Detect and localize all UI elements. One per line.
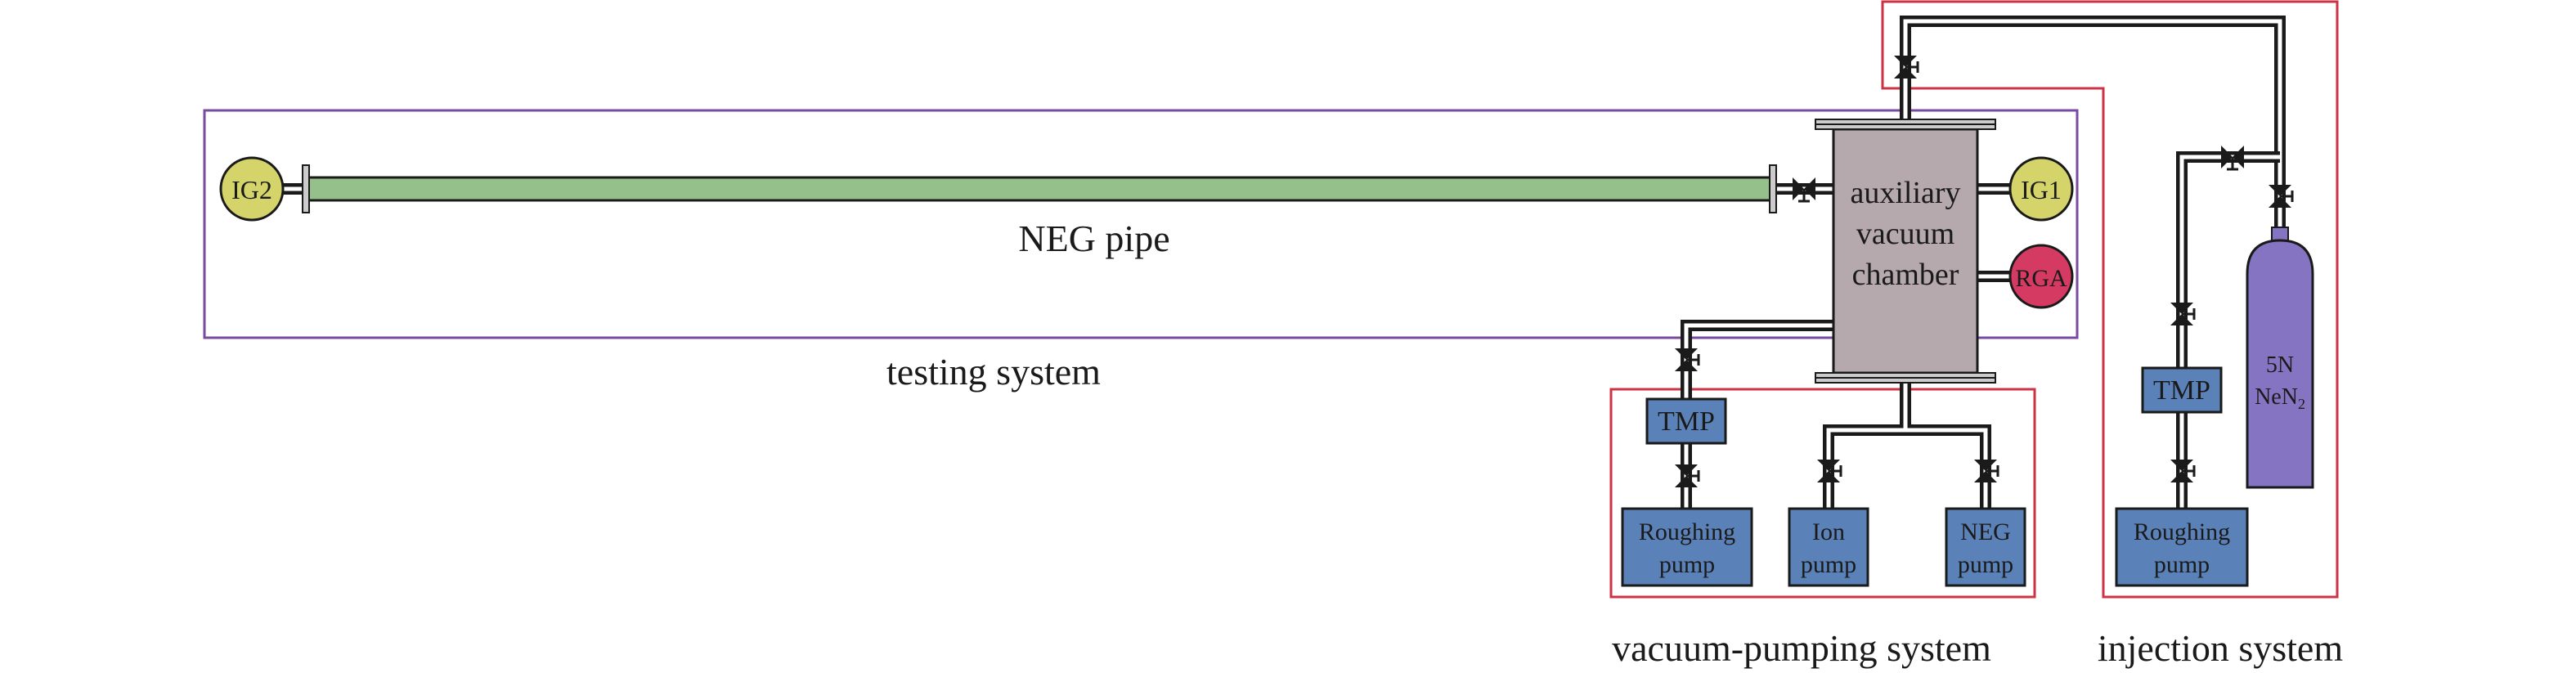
testing-system-frame (203, 109, 2079, 339)
valve-roughing-right[interactable] (2170, 460, 2196, 482)
chamber-label-line2: vacuum (1856, 217, 1954, 251)
ion-pump-label-2: pump (1801, 551, 1856, 578)
neg-pipe-flange-left (302, 164, 310, 213)
neg-pipe-label: NEG pipe (1018, 218, 1169, 259)
chamber-label-line1: auxiliary (1850, 176, 1960, 210)
rga-gauge (2008, 244, 2074, 309)
valve-roughing-left[interactable] (1675, 464, 1700, 487)
neg-pipe (306, 176, 1773, 202)
rga-label: RGA (2015, 265, 2067, 292)
roughing-pump-left-label-1: Roughing (1639, 518, 1735, 545)
cylinder-label-line2: NeN2 (2255, 384, 2305, 412)
ion-pump (1788, 507, 1869, 587)
neg-pump-label-1: NEG (1960, 518, 2011, 545)
valve-neg-pump[interactable] (1974, 460, 1999, 482)
vacuum-pumping-system-label: vacuum-pumping system (1612, 627, 1991, 669)
roughing-pump-left-label-2: pump (1659, 551, 1715, 578)
vacuum-pumping-system-frame (1609, 388, 2036, 599)
valve-ion-pump[interactable] (1817, 460, 1842, 482)
ig2-label: IG2 (231, 175, 272, 204)
valve-cylinder[interactable] (2269, 185, 2294, 208)
ig1-gauge (2008, 156, 2074, 222)
valve-injection-horizontal[interactable] (2221, 146, 2244, 171)
valve-tmp-left[interactable] (1675, 348, 1700, 371)
neg-pipe-flange-right (1769, 164, 1777, 213)
roughing-pump-left (1621, 507, 1753, 587)
ig1-label: IG1 (2021, 175, 2062, 204)
tmp-left (1645, 397, 1727, 445)
injection-system-frame (1881, 0, 2339, 599)
valve-tmp-right[interactable] (2170, 303, 2196, 325)
tmp-right-label: TMP (2153, 375, 2210, 406)
chamber-label-line3: chamber (1852, 258, 1959, 292)
gas-cylinder (2246, 239, 2314, 489)
valve-neg-pipe[interactable] (1793, 177, 1815, 203)
injection-system-label: injection system (2098, 627, 2343, 669)
cylinder-label-line1: 5N (2266, 352, 2294, 378)
tmp-left-label: TMP (1658, 406, 1715, 437)
auxiliary-vacuum-chamber (1832, 128, 1979, 375)
ion-pump-label-1: Ion (1812, 518, 1845, 545)
neg-pump (1945, 507, 2026, 587)
neg-pump-label-2: pump (1958, 551, 2013, 578)
valve-chamber-top[interactable] (1894, 56, 1919, 79)
ig2-gauge (219, 156, 285, 222)
roughing-pump-right (2115, 507, 2249, 587)
tmp-right (2141, 366, 2223, 414)
roughing-pump-right-label-2: pump (2154, 551, 2210, 578)
roughing-pump-right-label-1: Roughing (2134, 518, 2230, 545)
testing-system-label: testing system (886, 351, 1101, 393)
pipe-network (282, 16, 2286, 512)
